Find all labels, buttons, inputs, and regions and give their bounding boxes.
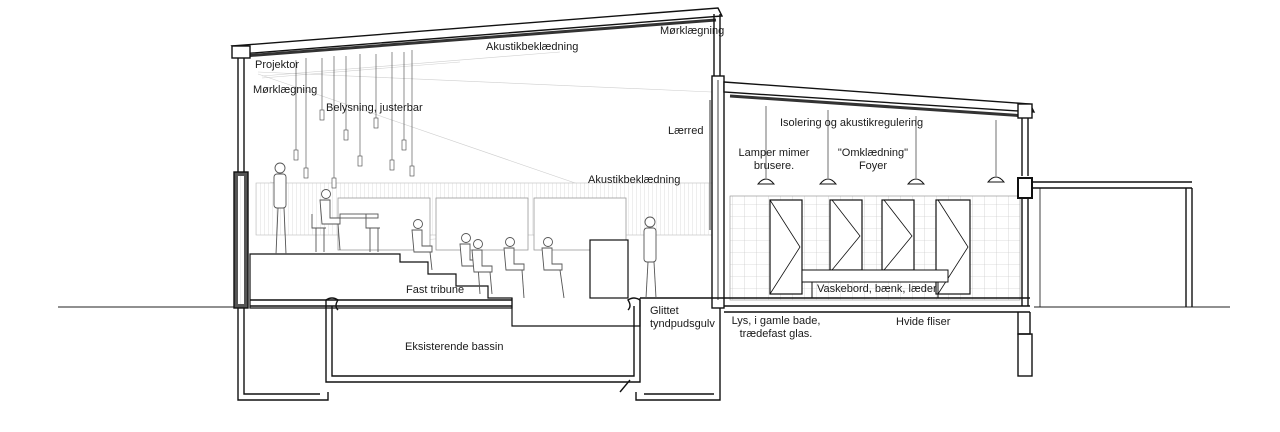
label-glittet-line2: tyndpudsgulv (650, 318, 715, 330)
label-glittet: Glittet tyndpudsgulv (650, 305, 715, 331)
label-lys-line1: Lys, i gamle bade, (731, 315, 821, 327)
foyer-lamps (756, 106, 1006, 185)
label-lys: Lys, i gamle bade, trædefast glas. (728, 315, 824, 341)
label-belysning: Belysning, justerbar (326, 102, 423, 114)
label-lamper-line2: brusere. (753, 160, 795, 172)
label-bassin: Eksisterende bassin (405, 341, 504, 353)
label-hvide-fliser: Hvide fliser (896, 316, 951, 328)
label-akustik-wall: Akustikbeklædning (588, 174, 681, 186)
floor-slab (250, 297, 1030, 313)
label-akustik-roof: Akustikbeklædning (486, 41, 579, 53)
label-lys-line2: trædefast glas. (739, 328, 813, 340)
existing-pool (237, 297, 721, 401)
label-glittet-line1: Glittet (650, 305, 679, 317)
label-vaskebord: Vaskebord, bænk, læder (817, 283, 937, 295)
label-omklaedning-line2: Foyer (858, 160, 888, 172)
label-lamper-line1: Lamper mimer (738, 147, 810, 159)
foyer-structure (723, 81, 1193, 377)
wash-bench (801, 269, 949, 298)
foyer-doors (769, 199, 971, 295)
label-morklaegning-left: Mørklægning (253, 84, 318, 96)
label-laerred: Lærred (668, 125, 704, 137)
chairs (311, 213, 380, 252)
label-lamper: Lamper mimer brusere. (736, 147, 812, 173)
label-fast-tribune: Fast tribune (406, 284, 465, 296)
label-omklaedning-line1: "Omklædning" (837, 147, 909, 159)
label-morklaegning-top: Mørklægning (660, 25, 725, 37)
tribune (249, 239, 641, 327)
label-isolering: Isolering og akustikregulering (780, 117, 924, 129)
people (273, 162, 657, 299)
label-projektor: Projektor (255, 59, 300, 71)
auditorium-structure (230, 7, 725, 309)
pendant-lights (293, 50, 415, 189)
label-omklaedning: "Omklædning" Foyer (834, 147, 912, 173)
